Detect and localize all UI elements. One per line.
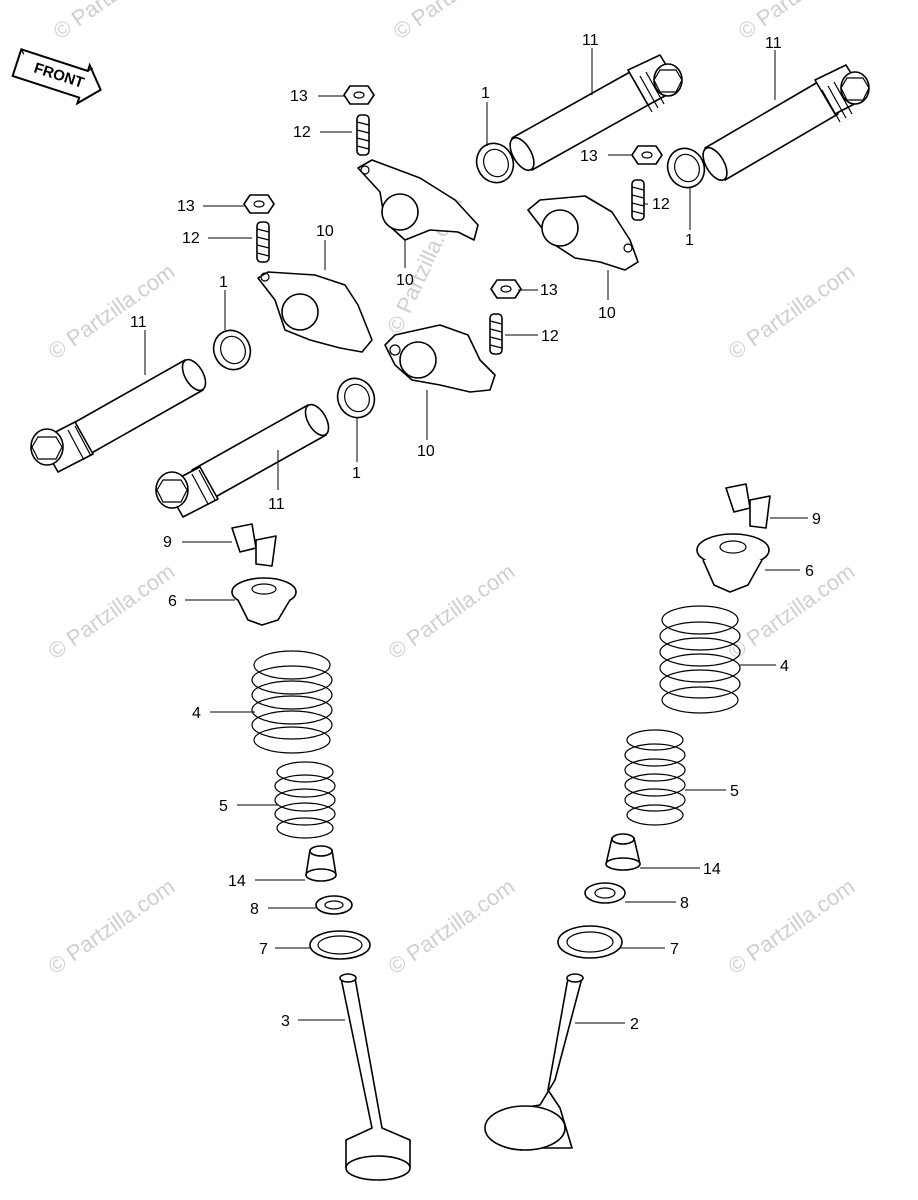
watermark: © Partzilla.com <box>724 874 860 980</box>
rocker-arm-top <box>357 159 479 241</box>
inner-spring-left <box>274 761 336 839</box>
callout-5: 5 <box>219 798 228 815</box>
valve-keeper-right <box>725 483 771 529</box>
rocker-arm-center <box>384 324 496 393</box>
watermark: © Partzilla.com <box>44 559 180 665</box>
callout-2: 2 <box>630 1016 639 1033</box>
callout-7: 7 <box>259 941 268 958</box>
callout-11: 11 <box>268 496 285 513</box>
watermark: © Partzilla.com <box>734 0 870 44</box>
watermark: © Partzilla.com <box>384 874 520 980</box>
stem-seal-right <box>605 833 641 871</box>
callout-11: 11 <box>582 32 599 49</box>
leader-lines <box>144 48 808 1024</box>
rocker-shaft-mid-left <box>30 358 207 473</box>
rocker-shaft-mid-center <box>155 403 330 518</box>
callout-1: 1 <box>685 232 694 249</box>
watermark: © Partzilla.com <box>724 259 860 365</box>
spring-retainer-left <box>231 577 297 626</box>
watermark: © Partzilla.com <box>44 874 180 980</box>
callout-9: 9 <box>163 534 172 551</box>
callout-13: 13 <box>177 198 195 215</box>
callout-labels: 11 11 1 13 12 13 12 1 13 12 10 10 13 1 1… <box>130 32 821 1033</box>
adjust-screw-12a <box>356 114 370 156</box>
adjust-screw-12b <box>256 221 270 263</box>
front-arrow-badge: FRONT <box>11 48 102 106</box>
callout-8: 8 <box>250 901 259 918</box>
callout-10: 10 <box>598 305 616 322</box>
rocker-shaft-top-center <box>509 54 683 172</box>
spring-retainer-right <box>696 533 770 593</box>
callout-1: 1 <box>219 274 228 291</box>
shim-washer-right <box>557 925 623 959</box>
o-ring-1c <box>212 329 252 371</box>
callout-12: 12 <box>182 230 200 247</box>
lock-nut-13c <box>631 145 663 165</box>
spring-seat-right <box>584 882 626 904</box>
callout-10: 10 <box>417 443 435 460</box>
callout-11: 11 <box>130 314 147 331</box>
stem-seal-left <box>305 845 337 882</box>
lock-nut-13a <box>343 85 375 105</box>
callout-10: 10 <box>396 272 414 289</box>
watermark: © Partzilla.com <box>44 259 180 365</box>
o-ring-1b <box>666 147 706 189</box>
rocker-arm-left <box>257 271 373 353</box>
lock-nut-13b <box>243 194 275 214</box>
adjust-screw-12d <box>489 313 503 355</box>
outer-spring-left <box>251 650 333 754</box>
callout-4: 4 <box>780 658 789 675</box>
exhaust-valve <box>339 973 411 1181</box>
shim-washer-left <box>309 930 371 960</box>
watermark: © Partzilla.com <box>384 559 520 665</box>
callout-3: 3 <box>281 1013 290 1030</box>
outer-spring-right <box>659 605 741 714</box>
rocker-shaft-top-right <box>702 64 870 182</box>
inner-spring-right <box>624 729 686 826</box>
callout-7: 7 <box>670 941 679 958</box>
callout-14: 14 <box>228 873 246 890</box>
callout-12: 12 <box>652 196 670 213</box>
callout-1: 1 <box>481 85 490 102</box>
lock-nut-13d <box>490 279 522 299</box>
callout-12: 12 <box>293 124 311 141</box>
callout-14: 14 <box>703 861 721 878</box>
callout-13: 13 <box>540 282 558 299</box>
callout-4: 4 <box>192 705 201 722</box>
callout-9: 9 <box>812 511 821 528</box>
spring-seat-left <box>315 895 353 915</box>
callout-6: 6 <box>805 563 814 580</box>
callout-8: 8 <box>680 895 689 912</box>
intake-valve <box>484 973 584 1151</box>
watermark: © Partzilla.com <box>389 0 525 44</box>
callout-5: 5 <box>730 783 739 800</box>
adjust-screw-12c <box>631 179 645 221</box>
valve-keeper-left <box>231 523 277 567</box>
o-ring-1d <box>336 377 376 419</box>
callout-11: 11 <box>765 35 782 52</box>
rocker-arm-right <box>527 195 639 271</box>
callout-13: 13 <box>290 88 308 105</box>
watermark: © Partzilla.com <box>49 0 185 44</box>
callout-10: 10 <box>316 223 334 240</box>
callout-12: 12 <box>541 328 559 345</box>
callout-1: 1 <box>352 465 361 482</box>
callout-13: 13 <box>580 148 598 165</box>
callout-6: 6 <box>168 593 177 610</box>
